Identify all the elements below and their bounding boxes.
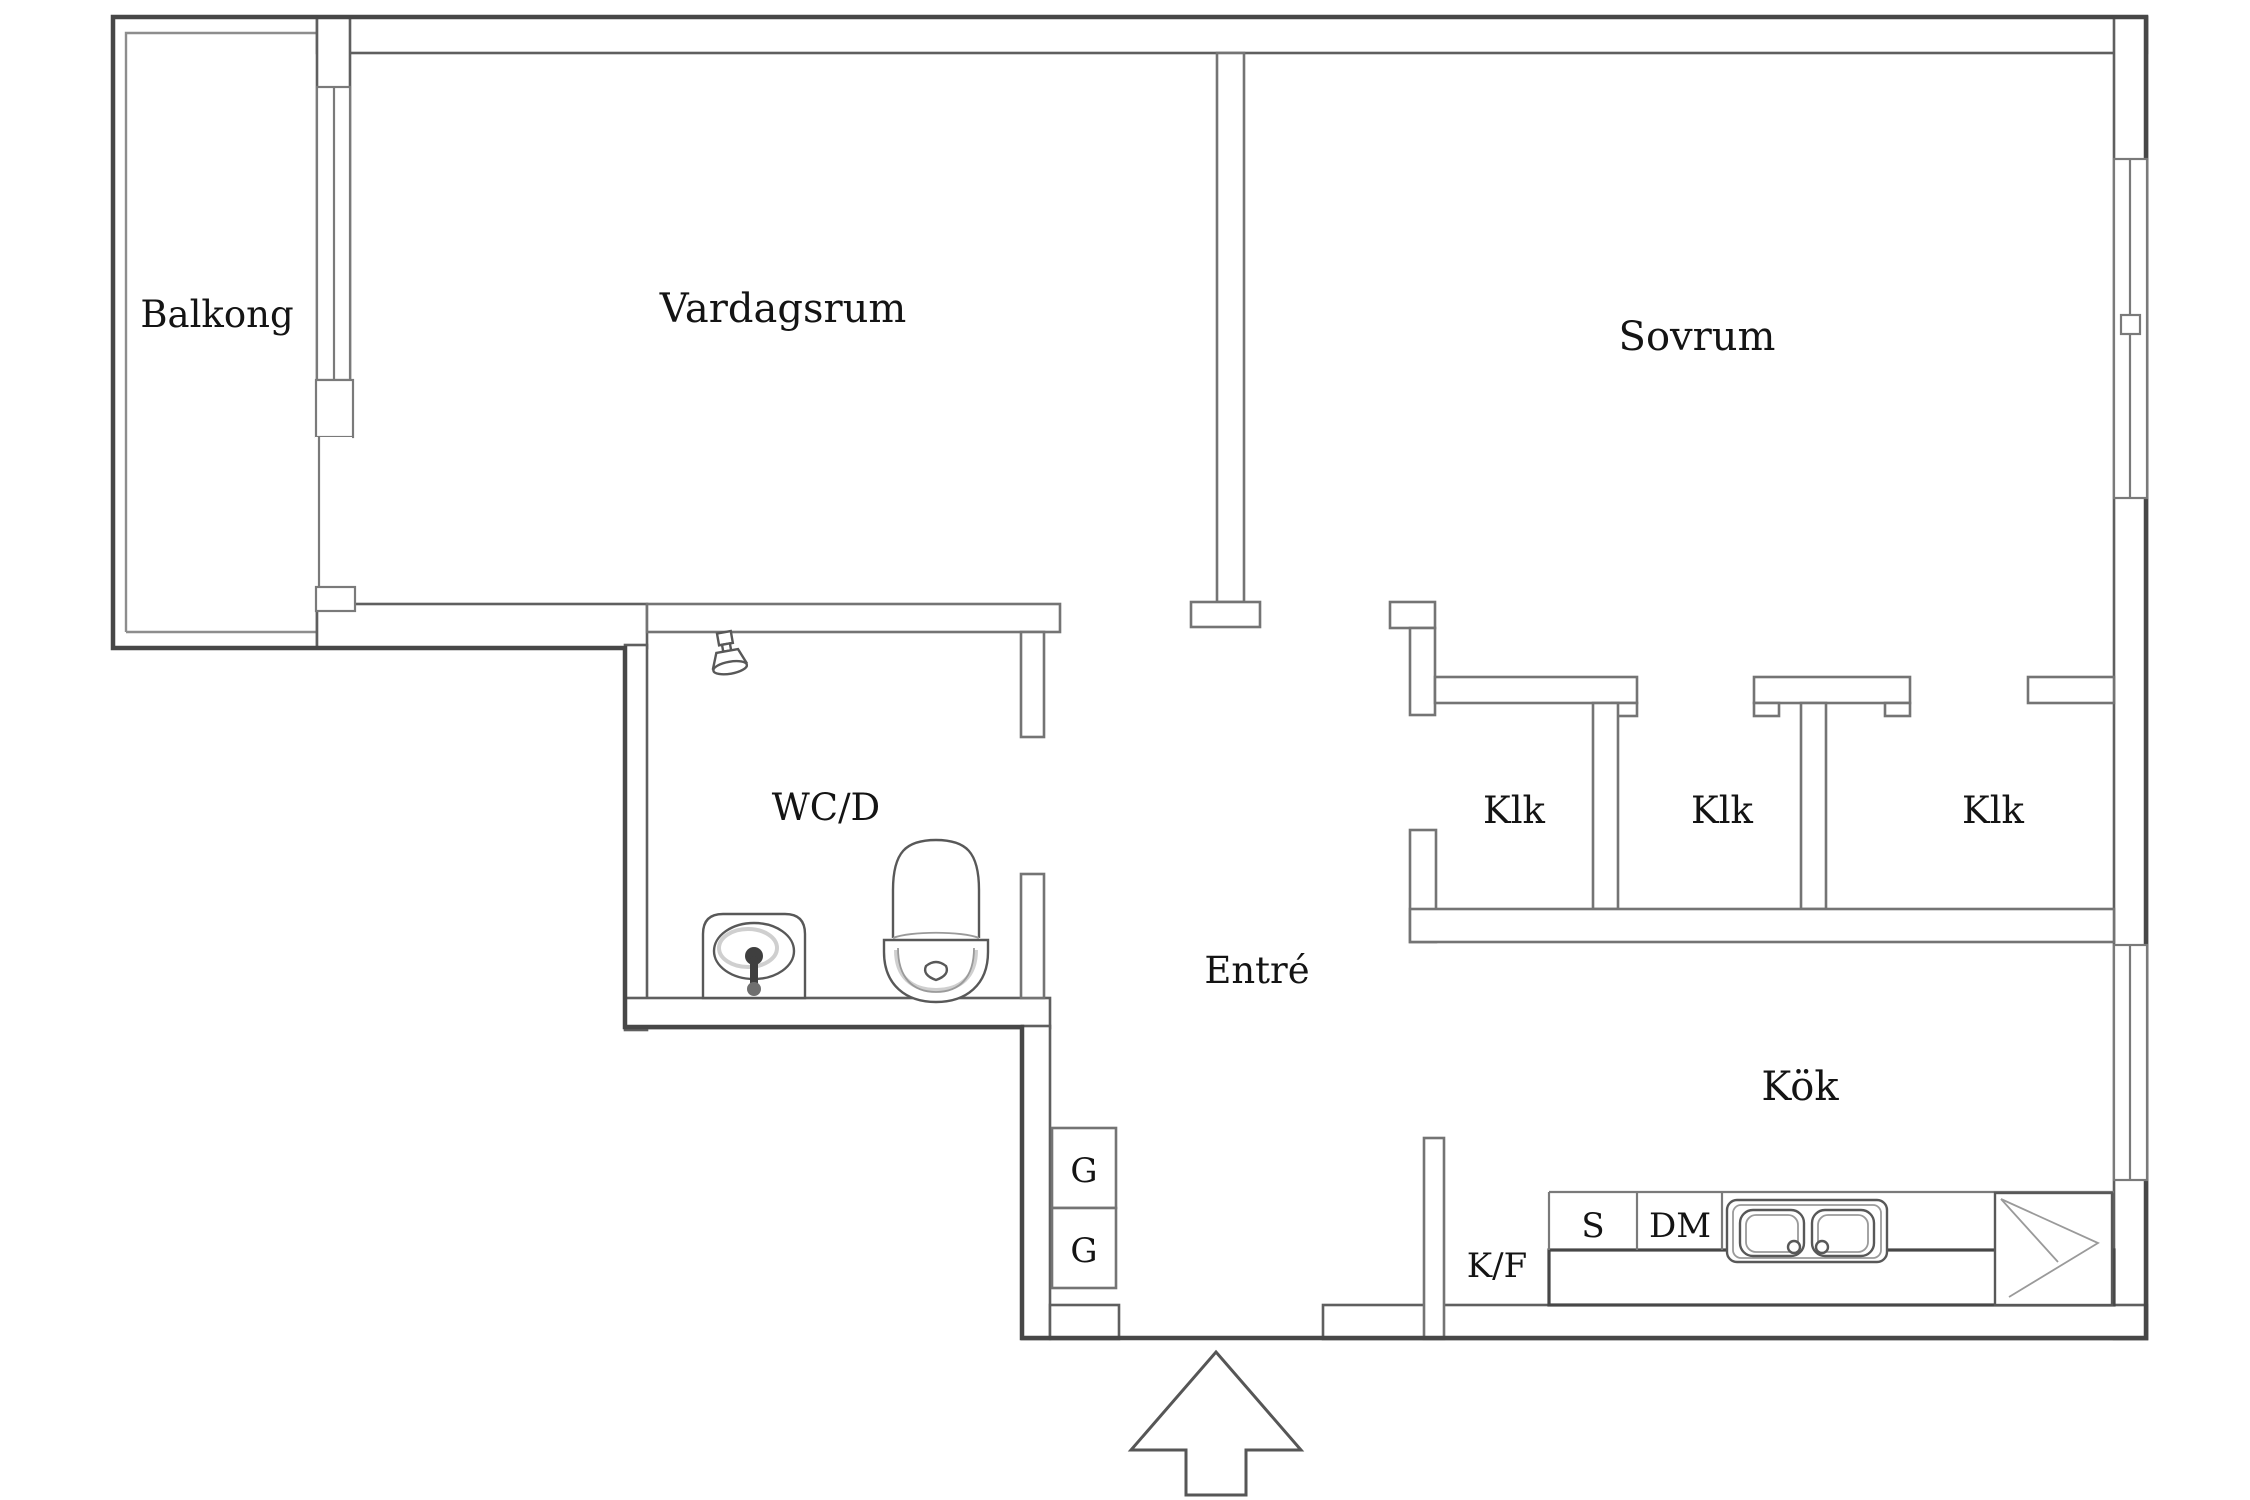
- wall-wcd-right-upper: [1019, 630, 1046, 739]
- bathroom-sink-icon: [701, 912, 807, 1000]
- wall-under-livingroom: [315, 602, 649, 650]
- wall-bedroom-south-c: [2026, 675, 2116, 705]
- balcony-door-jamb-block: [314, 585, 357, 613]
- wall-lower-left: [1020, 1024, 1052, 1341]
- wall-closets-south: [1408, 907, 2116, 944]
- room-labels: Balkong Vardagsrum Sovrum WC/D Klk Klk K…: [140, 286, 2024, 1286]
- wall-end-cap: [1189, 600, 1262, 629]
- room-label-klk-1: Klk: [1483, 789, 1545, 832]
- wall-livingroom-bedroom: [1215, 51, 1246, 604]
- wardrobe-g2-box: [1050, 1206, 1118, 1290]
- wall-kf-stub: [1422, 1136, 1446, 1341]
- wall-bedroom-south-a: [1433, 675, 1639, 705]
- room-label-klk-2: Klk: [1691, 789, 1753, 832]
- interior-walls: [645, 51, 2116, 1341]
- wall-wcd-top: [645, 602, 1062, 634]
- openings: [314, 85, 2149, 1182]
- shower-icon: [711, 629, 749, 676]
- wall-bottom-east-of-door: [1321, 1303, 2149, 1341]
- room-label-balkong: Balkong: [140, 293, 293, 336]
- door-jamb: [1883, 701, 1912, 718]
- bathroom-fixtures: [701, 629, 990, 1004]
- stove-icon: [1993, 1191, 2114, 1307]
- wall-wcd-right-lower: [1019, 872, 1046, 1000]
- room-label-wcd: WC/D: [772, 786, 880, 829]
- toilet-icon: [882, 838, 990, 1004]
- wall-left-step: [623, 643, 649, 1032]
- wall-klk1-left-upper: [1408, 626, 1437, 717]
- room-label-klk-3: Klk: [1962, 789, 2024, 832]
- entrance-arrow-icon: [1127, 1349, 1305, 1497]
- wardrobe-cabinets: [1050, 1126, 1118, 1290]
- wardrobe-g1-box: [1050, 1126, 1118, 1210]
- room-label-vardagsrum: Vardagsrum: [659, 286, 907, 332]
- wall-klk-stub-cap: [1388, 600, 1437, 630]
- room-label-kok: Kök: [1761, 1064, 1839, 1110]
- door-jamb: [1752, 701, 1781, 718]
- label-fridge-freezer: K/F: [1467, 1246, 1527, 1286]
- label-dishwasher: DM: [1649, 1206, 1711, 1246]
- wall-wcd-bottom: [623, 996, 1052, 1030]
- window-sill-block: [314, 378, 355, 439]
- wall-klk2-klk3-divider: [1799, 701, 1828, 911]
- label-wardrobe-g1: G: [1070, 1151, 1097, 1191]
- label-stove: S: [1581, 1206, 1604, 1246]
- wall-klk1-klk2-divider: [1591, 701, 1620, 911]
- room-label-entre: Entré: [1204, 949, 1309, 992]
- room-label-sovrum: Sovrum: [1619, 314, 1776, 360]
- window-handle-icon: [2119, 313, 2142, 336]
- label-wardrobe-g2: G: [1070, 1231, 1097, 1271]
- kitchen-sink-icon: [1725, 1198, 1889, 1264]
- wall-top: [315, 15, 2149, 55]
- balcony-door-opening: [315, 437, 352, 587]
- wall-bedroom-south-b: [1752, 675, 1912, 705]
- wall-bottom-west-of-door: [1048, 1303, 1121, 1341]
- kitchen-fittings: [1547, 1190, 2116, 1307]
